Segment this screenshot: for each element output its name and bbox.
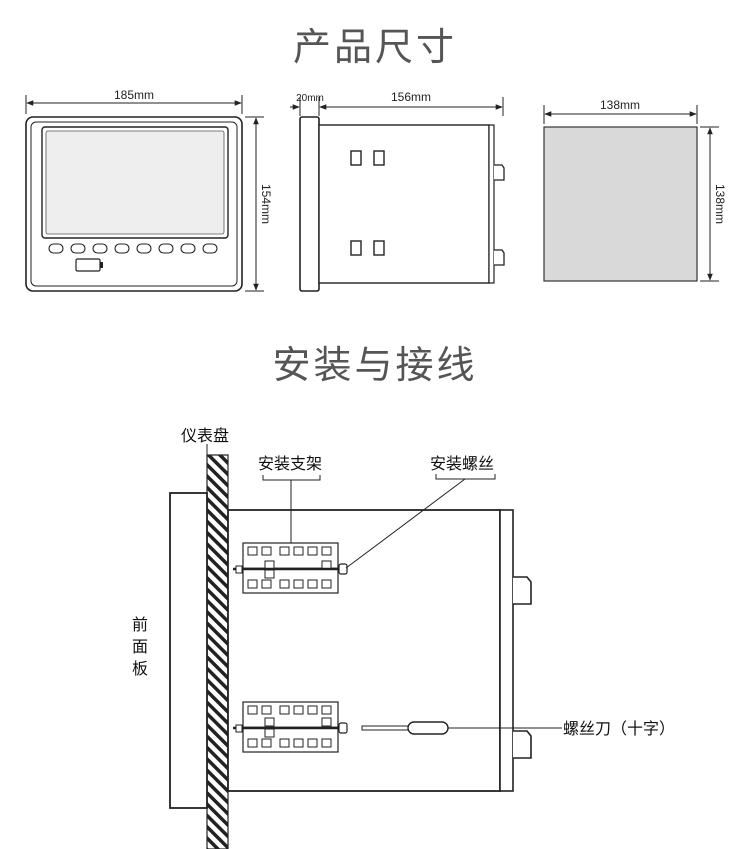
dim-cutout-height: 138mm [713,184,727,224]
label-screw: 安装螺丝 [430,454,494,473]
label-front-panel-1: 前 [132,615,148,634]
label-front-panel-2: 面 [132,637,148,656]
leader-screw-bracket [435,474,496,480]
side-slot [373,150,385,166]
mounting-screw-bottom [233,722,348,734]
front-button [48,243,64,254]
dim-bezel-depth: 20mm [296,93,324,104]
front-button [114,243,130,254]
screen [45,130,225,235]
front-bezel-inner [30,121,238,287]
front-button [180,243,196,254]
instrument-back [499,509,514,792]
front-button [136,243,152,254]
label-front-panel-3: 板 [132,659,148,678]
front-view: 185mm 154mm [25,88,273,292]
front-button [202,243,218,254]
side-view: 20mm 156mm [290,90,505,292]
dim-front-width: 185mm [114,88,154,102]
side-body-back [488,124,495,284]
side-bezel [299,116,320,292]
front-panel [169,492,208,809]
dim-cutout-width: 138mm [600,98,640,112]
dim-front-height: 154mm [259,184,273,224]
side-slot [350,240,362,256]
installation-heading: 安装与接线 [272,343,478,387]
leader-bracket-bracket [262,475,321,481]
label-screwdriver: 螺丝刀（十字） [563,719,675,738]
label-bracket: 安装支架 [258,454,322,473]
front-buttons [48,243,218,254]
installation-diagram: 仪表盘 安装支架 安装螺丝 前 面 板 螺丝刀（十字） [132,426,675,849]
front-button [92,243,108,254]
rear-connector-top [513,576,532,605]
panel-cutout [543,126,698,282]
usb-slot [75,258,101,272]
cutout-view: 138mm 138mm [543,98,727,282]
side-body [318,124,490,284]
label-panel: 仪表盘 [181,426,229,445]
mounting-screw-top [233,563,348,575]
side-connector-top [494,164,505,181]
front-button [158,243,174,254]
side-slot [350,150,362,166]
dimensions-heading: 产品尺寸 [292,25,457,69]
dim-body-depth: 156mm [391,90,431,104]
side-slot [373,240,385,256]
leader-screw [345,478,466,569]
front-button [70,243,86,254]
usb-slot-tab [100,262,103,268]
mounting-panel [206,454,229,849]
rear-connector-bottom [513,730,532,759]
side-connector-bottom [494,249,505,266]
